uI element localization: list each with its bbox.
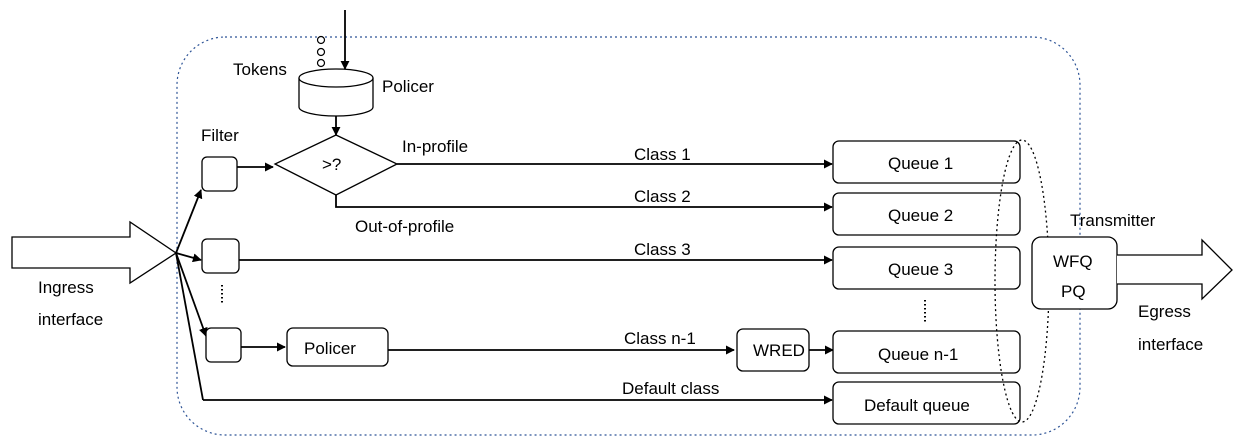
token-circle-1 — [316, 35, 326, 45]
wfq-label: WFQ — [1053, 252, 1093, 271]
class-label-2: Class 2 — [634, 187, 691, 206]
queue-label-1: Queue 1 — [888, 154, 953, 173]
policer-box — [286, 327, 389, 367]
ingress-label-line2: interface — [38, 310, 103, 329]
compare-label: >? — [322, 155, 341, 174]
token-bucket-top — [298, 68, 374, 88]
tokens-label: Tokens — [233, 60, 287, 79]
queue-box-default — [832, 381, 1021, 425]
policer-top-label: Policer — [382, 77, 434, 96]
class2-arrow — [335, 195, 833, 212]
filter-label: Filter — [201, 126, 239, 145]
egress-arrow — [1117, 238, 1233, 301]
egress-label-line1: Egress — [1138, 302, 1191, 321]
queue-box-3 — [832, 246, 1021, 290]
filter-box-1 — [201, 156, 238, 192]
egress-label-line2: interface — [1138, 335, 1203, 354]
queue-label-3: Queue 3 — [888, 260, 953, 279]
in-profile-label: In-profile — [402, 137, 468, 156]
queue-box-1 — [832, 140, 1021, 184]
policer-box-label: Policer — [304, 339, 356, 358]
fanout-line-default — [175, 252, 204, 401]
queue-label-2: Queue 2 — [888, 206, 953, 225]
filter-box-n — [205, 327, 242, 363]
wred-label: WRED — [753, 341, 805, 360]
token-circle-3 — [316, 58, 326, 68]
class-label-n1: Class n-1 — [624, 329, 696, 348]
fanout-arrow-filter2 — [175, 252, 202, 263]
fanout-arrow-filter1 — [175, 189, 203, 254]
token-bucket — [298, 78, 374, 117]
class-label-default: Default class — [622, 379, 719, 398]
queue-label-default: Default queue — [864, 396, 970, 415]
fanout-arrow-filtern — [175, 252, 208, 337]
ingress-label-line1: Ingress — [38, 278, 94, 297]
out-of-profile-label: Out-of-profile — [355, 217, 454, 236]
class-label-3: Class 3 — [634, 240, 691, 259]
queue-box-n1 — [832, 330, 1021, 374]
filter-box-2 — [201, 238, 240, 274]
class-label-1: Class 1 — [634, 145, 691, 164]
ingress-arrow — [11, 220, 178, 285]
token-circle-2 — [316, 47, 326, 57]
queue-label-n1: Queue n-1 — [878, 345, 958, 364]
transmitter-label: Transmitter — [1070, 211, 1156, 230]
queue-box-2 — [832, 192, 1021, 236]
pq-label: PQ — [1061, 282, 1086, 301]
